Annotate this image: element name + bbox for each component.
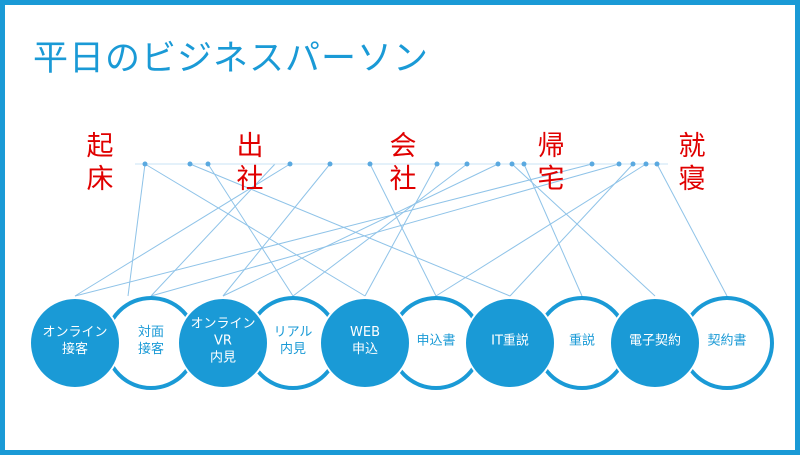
node-circles bbox=[29, 296, 774, 390]
timeline-dot bbox=[287, 161, 293, 167]
node-label-line: 内見 bbox=[279, 342, 306, 357]
node-label-line: 重説 bbox=[568, 333, 596, 349]
timeline-dot bbox=[589, 161, 595, 167]
timeline-dots bbox=[142, 161, 660, 167]
node-label: リアル内見 bbox=[274, 324, 313, 358]
milestone-char: 床 bbox=[86, 164, 114, 195]
connector-line bbox=[74, 163, 593, 297]
node-circle bbox=[464, 297, 556, 389]
connector-line bbox=[369, 163, 437, 297]
connector-line bbox=[511, 163, 656, 297]
node-label-line: 内見 bbox=[209, 350, 237, 366]
node-label-line: 対面 bbox=[137, 325, 165, 340]
node-label: 契約書 bbox=[707, 333, 746, 350]
connector-line bbox=[292, 163, 468, 297]
connector-lines bbox=[74, 163, 728, 297]
milestone-char: 帰 bbox=[537, 131, 565, 162]
node-label: 重説 bbox=[569, 333, 595, 350]
connector-line bbox=[74, 163, 291, 297]
node-label: WEB 申込 bbox=[350, 324, 380, 358]
timeline-dot bbox=[654, 161, 660, 167]
connector-line bbox=[144, 163, 366, 297]
timeline-dot bbox=[643, 161, 649, 167]
timeline-dot bbox=[495, 161, 501, 167]
milestone-label: 就寝 bbox=[675, 130, 709, 196]
node-label: 電子契約 bbox=[629, 333, 681, 350]
milestone-char: 寝 bbox=[678, 164, 706, 195]
timeline-dot bbox=[327, 161, 333, 167]
connector-line bbox=[509, 163, 634, 297]
milestone-char: 社 bbox=[389, 164, 417, 195]
milestone-char: 起 bbox=[86, 131, 114, 162]
connector-line bbox=[435, 163, 647, 297]
timeline-dot bbox=[367, 161, 373, 167]
node-label-line: オンライン bbox=[42, 325, 108, 340]
milestone-char: 出 bbox=[236, 131, 264, 162]
node-label-line: 電子契約 bbox=[628, 333, 682, 349]
milestone-char: 就 bbox=[678, 131, 706, 162]
milestone-label: 会社 bbox=[386, 130, 420, 196]
connector-line bbox=[127, 163, 146, 297]
connector-line bbox=[656, 163, 728, 297]
connector-line bbox=[189, 163, 511, 297]
connector-line bbox=[150, 163, 620, 297]
node-label-line: VR bbox=[214, 333, 232, 349]
milestone-label: 帰宅 bbox=[534, 130, 568, 196]
node-label-line: 申込 bbox=[351, 342, 378, 357]
node-label-line: 接客 bbox=[61, 342, 89, 357]
slide-title: 平日のビジネスパーソン bbox=[33, 39, 430, 79]
node-circle bbox=[29, 297, 121, 389]
milestone-label: 起床 bbox=[83, 130, 117, 196]
timeline-dot bbox=[630, 161, 636, 167]
timeline-dot bbox=[187, 161, 193, 167]
node-label: オンライン接客 bbox=[42, 324, 107, 358]
node-label-line: リアル bbox=[273, 325, 313, 340]
milestone-char: 宅 bbox=[537, 164, 565, 195]
timeline-dot bbox=[521, 161, 527, 167]
node-circle bbox=[319, 297, 411, 389]
node-label-line: 契約書 bbox=[707, 333, 747, 349]
node-label: 申込書 bbox=[416, 333, 455, 350]
timeline-dot bbox=[464, 161, 470, 167]
timeline-dot bbox=[205, 161, 211, 167]
milestone-char: 社 bbox=[236, 164, 264, 195]
node-label-line: 申込書 bbox=[416, 333, 456, 349]
node-circle bbox=[609, 297, 701, 389]
milestone-label: 出社 bbox=[233, 130, 267, 196]
node-label: IT重説 bbox=[491, 333, 529, 350]
timeline-dot bbox=[434, 161, 440, 167]
timeline-dot bbox=[142, 161, 148, 167]
connector-line bbox=[364, 163, 438, 297]
timeline-dot bbox=[616, 161, 622, 167]
connector-line bbox=[222, 163, 499, 297]
timeline-dot bbox=[509, 161, 515, 167]
node-label-line: WEB bbox=[350, 325, 380, 340]
connector-line bbox=[222, 163, 331, 297]
node-label-line: 接客 bbox=[137, 342, 165, 357]
connector-line bbox=[523, 163, 583, 297]
node-circle bbox=[177, 297, 269, 389]
node-label-line: オンライン bbox=[190, 316, 256, 332]
node-label: 対面接客 bbox=[138, 324, 164, 358]
milestone-char: 会 bbox=[389, 131, 417, 162]
node-label-line: IT重説 bbox=[491, 333, 529, 349]
connector-line bbox=[207, 163, 294, 297]
